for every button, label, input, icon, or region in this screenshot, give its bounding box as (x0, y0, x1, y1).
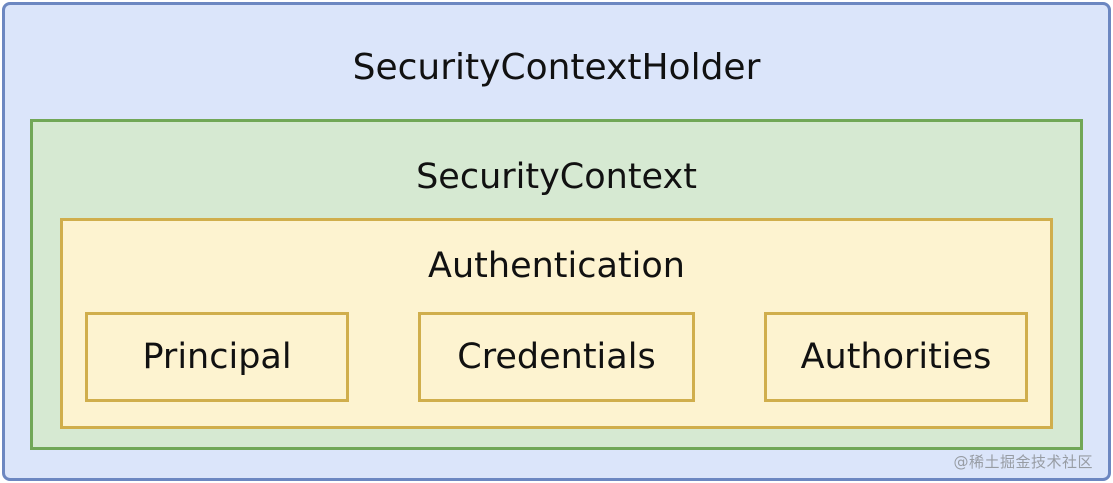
credentials-box: Credentials (417, 312, 696, 402)
security-context-label: SecurityContext (416, 157, 697, 197)
authentication-box: Authentication Principal Credentials Aut… (60, 218, 1053, 429)
authentication-items-row: Principal Credentials Authorities (63, 312, 1050, 402)
principal-label: Principal (142, 337, 292, 377)
authorities-box: Authorities (763, 312, 1028, 402)
authentication-label: Authentication (428, 246, 685, 286)
watermark: @稀土掘金技术社区 (953, 453, 1093, 471)
credentials-label: Credentials (457, 337, 656, 377)
security-context-box: SecurityContext Authentication Principal… (30, 119, 1083, 450)
authorities-label: Authorities (800, 337, 992, 377)
security-context-holder-label: SecurityContextHolder (352, 47, 761, 88)
principal-box: Principal (85, 312, 350, 402)
